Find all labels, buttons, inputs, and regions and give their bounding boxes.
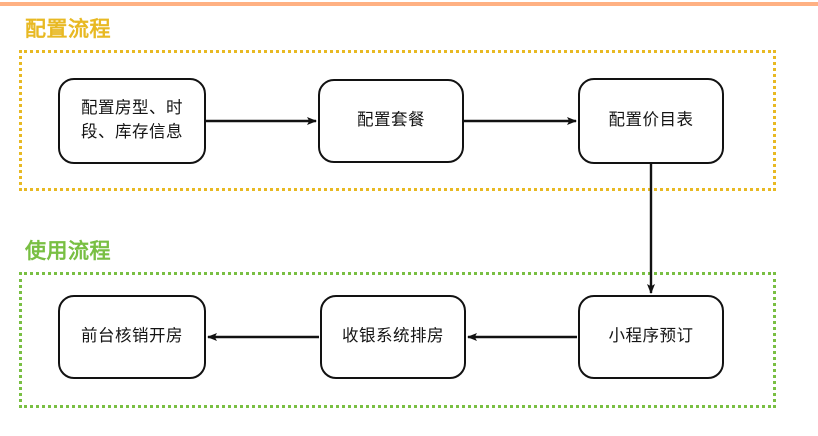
- section-title-config: 配置流程: [25, 18, 111, 41]
- node-miniprogram-label: 小程序预订: [608, 327, 694, 346]
- node-room-config[interactable]: 配置房型、时段、库存信息: [58, 78, 206, 164]
- node-frontdesk-label: 前台核销开房: [81, 327, 183, 346]
- node-pricelist[interactable]: 配置价目表: [578, 78, 724, 164]
- section-frame-config: [19, 50, 776, 191]
- node-room-config-label: 配置房型、时段、库存信息: [81, 97, 183, 145]
- node-pricelist-label: 配置价目表: [608, 111, 694, 130]
- node-room-config-line1: 配置房型、时: [81, 99, 183, 118]
- node-cashier-label: 收银系统排房: [342, 327, 444, 346]
- section-title-usage: 使用流程: [25, 240, 111, 263]
- top-accent-strip: [0, 2, 818, 6]
- node-miniprogram[interactable]: 小程序预订: [578, 295, 724, 379]
- node-frontdesk[interactable]: 前台核销开房: [58, 295, 206, 379]
- node-package[interactable]: 配置套餐: [318, 79, 464, 163]
- node-package-label: 配置套餐: [357, 111, 425, 130]
- section-frame-usage: [19, 272, 776, 408]
- node-cashier[interactable]: 收银系统排房: [320, 295, 466, 379]
- node-room-config-line2: 段、库存信息: [81, 123, 183, 141]
